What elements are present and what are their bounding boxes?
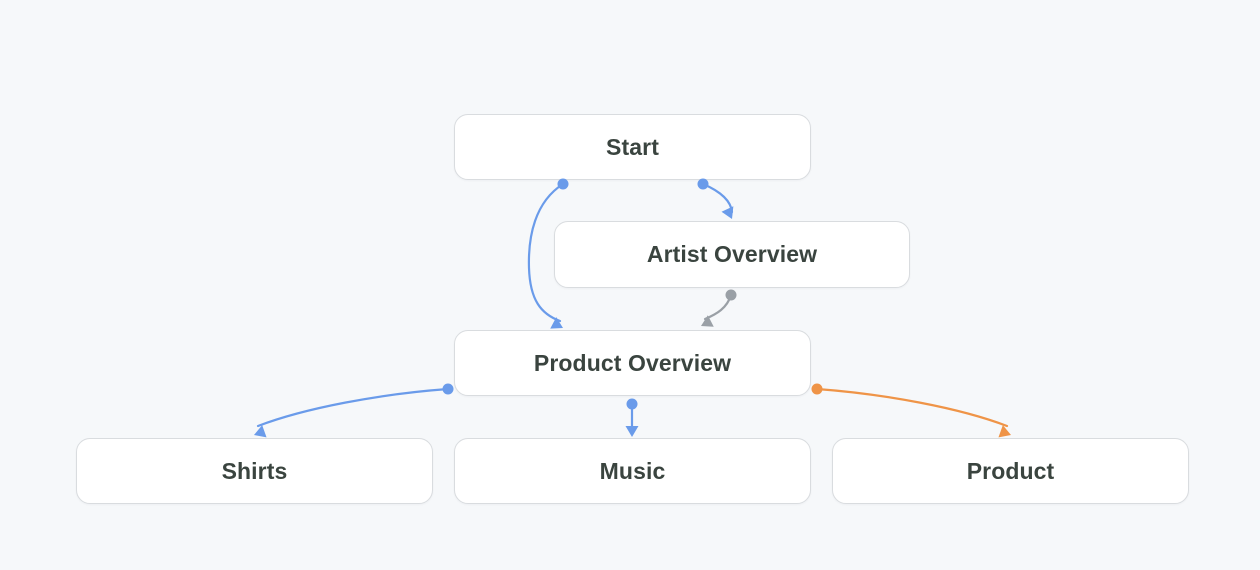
edge-arrowhead-artist-overview-to-product-overview (701, 315, 714, 327)
edge-source-port-artist-overview-to-product-overview[interactable] (725, 289, 737, 301)
node-music[interactable]: Music (454, 438, 811, 504)
node-label-product_overview: Product Overview (533, 349, 732, 376)
node-label-product: Product (966, 457, 1055, 484)
edge-arrowhead-product-overview-to-product (998, 425, 1011, 438)
edge-source-port-product-overview-to-music[interactable] (626, 398, 638, 410)
edge-path-start-to-artist-overview (701, 182, 734, 214)
edge-product-overview-to-product[interactable] (815, 387, 1011, 438)
node-artist_overview[interactable]: Artist Overview (554, 221, 910, 288)
edge-source-port-start-to-product-overview[interactable] (557, 178, 569, 190)
edge-path-product-overview-to-product (815, 387, 1009, 428)
node-product_overview[interactable]: Product Overview (454, 330, 811, 396)
edge-source-port-product-overview-to-product[interactable] (811, 383, 823, 395)
edge-product-overview-to-shirts[interactable] (254, 387, 450, 438)
edge-source-port-start-to-artist-overview[interactable] (697, 178, 709, 190)
edge-arrowhead-product-overview-to-music (625, 426, 639, 437)
node-label-music: Music (599, 457, 666, 484)
edge-artist-overview-to-product-overview[interactable] (701, 293, 733, 327)
edge-source-port-product-overview-to-shirts[interactable] (442, 383, 454, 395)
node-label-start: Start (606, 133, 659, 160)
edge-arrowhead-product-overview-to-shirts (254, 425, 267, 438)
node-product[interactable]: Product (832, 438, 1189, 504)
edge-start-to-artist-overview[interactable] (701, 182, 734, 219)
edge-arrowhead-start-to-product-overview (550, 317, 563, 329)
node-start[interactable]: Start (454, 114, 811, 180)
node-label-artist_overview: Artist Overview (646, 241, 818, 267)
edge-path-product-overview-to-shirts (256, 387, 450, 428)
node-label-shirts: Shirts (221, 457, 288, 484)
node-shirts[interactable]: Shirts (76, 438, 433, 504)
edge-arrowhead-start-to-artist-overview (721, 206, 734, 219)
